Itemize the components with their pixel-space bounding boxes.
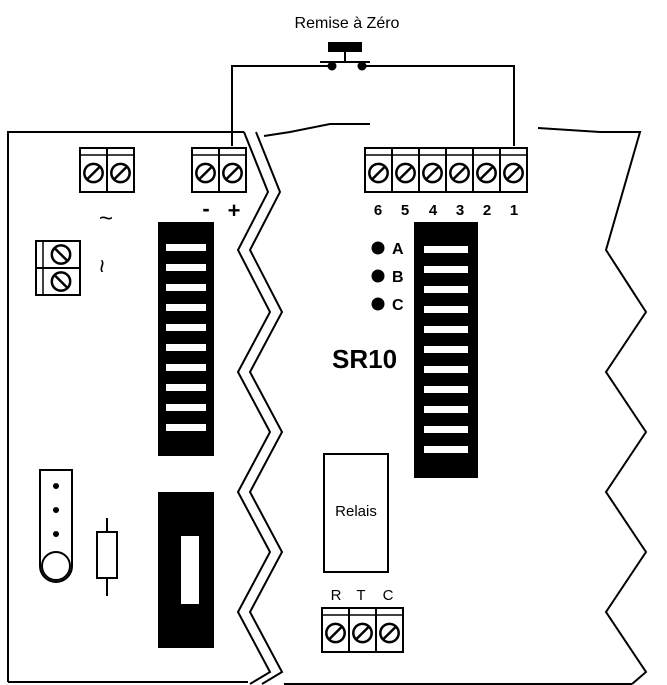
screw-terminal: [218, 147, 247, 193]
dip-slot: [424, 246, 468, 253]
relay-terminal-r: R: [331, 587, 342, 604]
screw-terminal: [445, 147, 474, 193]
led-c-icon: [371, 297, 385, 311]
ac-symbol-left: ~: [88, 259, 115, 273]
dip-slot: [166, 384, 206, 391]
dip-slot: [166, 244, 206, 251]
terminal-number: 2: [483, 202, 491, 219]
led-a-icon: [371, 241, 385, 255]
reset-wire-left: [231, 65, 328, 146]
screw-terminal: [321, 607, 350, 653]
screw-terminal: [418, 147, 447, 193]
dip-slot: [424, 446, 468, 453]
bottom-chip: [158, 492, 214, 648]
screw-terminal: [364, 147, 393, 193]
dip-slot: [166, 304, 206, 311]
screw-terminal: [375, 607, 404, 653]
ac-vertical-terminal-block: [35, 240, 81, 296]
dip-slot: [424, 266, 468, 273]
reset-label: Remise à Zéro: [295, 15, 400, 32]
dip-slot: [166, 404, 206, 411]
dip-slot: [424, 366, 468, 373]
relay-terminal-block: [321, 607, 404, 653]
screw-terminal: [391, 147, 420, 193]
terminal-number: 4: [429, 202, 438, 219]
ac-terminal-block: [79, 147, 135, 193]
dip-slot: [424, 386, 468, 393]
screw-terminal: [499, 147, 528, 193]
reset-wire-right: [366, 65, 515, 146]
ac-symbol-top: ~: [99, 205, 113, 232]
dip-slot: [166, 284, 206, 291]
dip-slot: [166, 424, 206, 431]
led-label-c: C: [392, 297, 404, 314]
right-board-outline: [263, 123, 648, 685]
terminal-number: 3: [456, 202, 464, 219]
screw-terminal: [79, 147, 108, 193]
screw-terminal: [472, 147, 501, 193]
dip-slot: [166, 324, 206, 331]
screw-terminal: [35, 267, 81, 296]
power-plus-label: +: [228, 198, 241, 223]
dip-slot: [166, 264, 206, 271]
dip-slot: [424, 286, 468, 293]
relay-terminal-t: T: [356, 587, 365, 604]
screw-terminal: [106, 147, 135, 193]
terminal-number: 1: [510, 202, 518, 219]
led-b-icon: [371, 269, 385, 283]
led-indicators: A B C: [371, 241, 404, 314]
relay-terminal-c: C: [383, 587, 394, 604]
dip-slot: [424, 406, 468, 413]
terminal-numbers: 6 5 4 3 2 1: [374, 202, 518, 219]
model-label: SR10: [332, 344, 397, 374]
dip-slot: [166, 344, 206, 351]
reset-button: [320, 42, 370, 71]
dip-slot: [166, 364, 206, 371]
terminal-number: 6: [374, 202, 382, 219]
led-label-b: B: [392, 269, 404, 286]
screw-terminal: [191, 147, 220, 193]
relay-terminal-labels: R T C: [331, 587, 394, 604]
led-label-a: A: [392, 241, 404, 258]
relay: Relais: [323, 453, 389, 573]
right-dip-switch: [414, 222, 478, 478]
terminal-number: 5: [401, 202, 409, 219]
power-minus-label: -: [202, 196, 209, 221]
left-board-outline: [7, 131, 284, 685]
dip-slot: [424, 346, 468, 353]
numbered-terminal-block: [364, 147, 528, 193]
power-terminal-block: [191, 147, 247, 193]
screw-terminal: [35, 240, 81, 269]
left-dip-switch: [158, 222, 214, 456]
relay-label: Relais: [335, 503, 377, 520]
trimmer-component: [39, 469, 73, 583]
dip-slot: [424, 306, 468, 313]
screw-terminal: [348, 607, 377, 653]
resistor: [96, 518, 118, 596]
dip-slot: [424, 326, 468, 333]
dip-slot: [424, 426, 468, 433]
